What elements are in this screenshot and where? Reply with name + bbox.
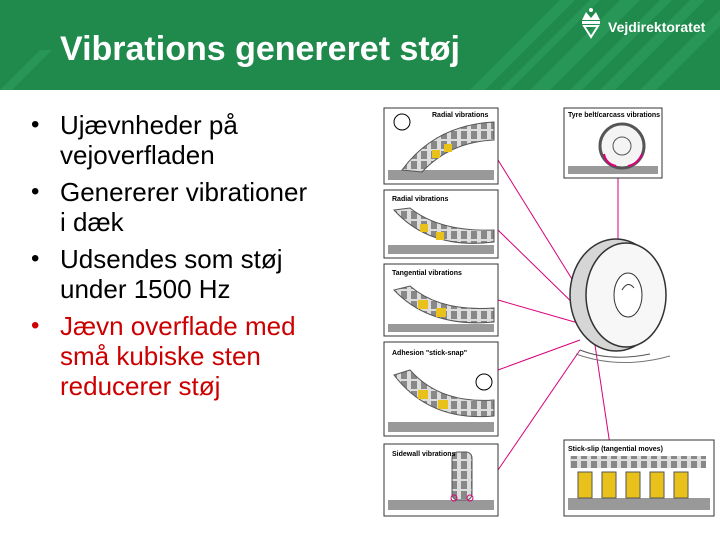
- bullet-item-3: • Udsendes som støj under 1500 Hz: [28, 244, 368, 304]
- tyre-vibration-illustration: Radial vibrations Radial vibrations Tang…: [383, 107, 715, 517]
- large-tyre-drawing: [569, 238, 671, 363]
- bullet-line: vejoverfladen: [60, 140, 215, 170]
- panel-radial-vibrations-1: Radial vibrations: [383, 107, 499, 185]
- bullet-line: Ujævnheder på: [60, 110, 238, 140]
- panel-sidewall-vibrations: Sidewall vibrations: [383, 443, 499, 517]
- panel-label-radial-2: Radial vibrations: [392, 196, 449, 203]
- bullet-line: reducerer støj: [60, 371, 221, 401]
- slide-title: Vibrations genereret støj: [60, 30, 460, 68]
- bullet-dot: •: [31, 111, 40, 138]
- bullet-line: små kubiske sten: [60, 341, 261, 371]
- connector-lines: [497, 159, 619, 471]
- bullet-dot: •: [31, 245, 40, 272]
- panel-label-radial-1: Radial vibrations: [432, 112, 489, 119]
- title-bar: Vibrations genereret støj Vejdirektorate…: [0, 0, 720, 90]
- bullet-line: Genererer vibrationer: [60, 177, 308, 207]
- bullet-list: • Ujævnheder på vejoverfladen • Generere…: [28, 110, 368, 408]
- panel-label-adhesion: Adhesion "stick-snap": [392, 350, 467, 357]
- panel-label-stick-slip: Stick-slip (tangential moves): [568, 446, 663, 453]
- header-stripes-decoration: [0, 0, 720, 90]
- bullet-item-4: • Jævn overflade med små kubiske sten re…: [28, 311, 368, 401]
- panel-label-sidewall: Sidewall vibrations: [392, 451, 456, 458]
- panel-radial-vibrations-2: Radial vibrations: [383, 189, 499, 259]
- panel-label-tangential: Tangential vibrations: [392, 270, 462, 277]
- bullet-dot: •: [31, 312, 40, 339]
- bullet-item-2: • Genererer vibrationer i dæk: [28, 177, 368, 237]
- vejdirektoratet-logo: Vejdirektoratet: [578, 6, 718, 40]
- logo-text: Vejdirektoratet: [608, 19, 706, 35]
- panel-tangential-vibrations: Tangential vibrations: [383, 263, 499, 337]
- panel-label-tyre-belt: Tyre belt/carcass vibrations: [568, 112, 660, 119]
- bullet-line: Jævn overflade med: [60, 311, 296, 341]
- bullet-item-1: • Ujævnheder på vejoverfladen: [28, 110, 368, 170]
- bullet-dot: •: [31, 178, 40, 205]
- panel-stick-slip: Stick-slip (tangential moves): [563, 439, 715, 517]
- panel-adhesion-stick-snap: Adhesion "stick-snap": [383, 341, 499, 437]
- bullet-line: Udsendes som støj: [60, 244, 283, 274]
- bullet-line: i dæk: [60, 207, 124, 237]
- bullet-line: under 1500 Hz: [60, 274, 231, 304]
- crown-icon: [582, 8, 600, 39]
- panel-tyre-belt-vibrations: Tyre belt/carcass vibrations: [563, 107, 663, 179]
